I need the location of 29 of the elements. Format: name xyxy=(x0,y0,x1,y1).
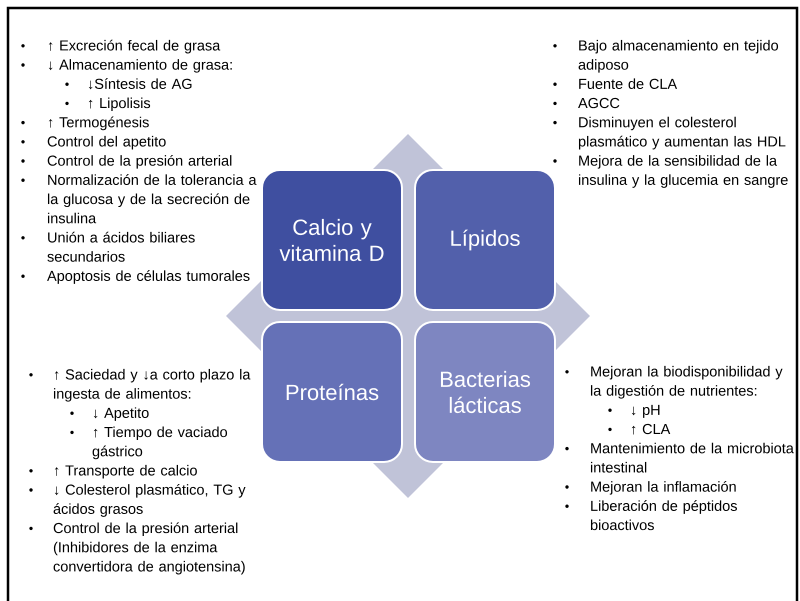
list-item: Disminuyen el colesterol plasmático y aumentan las HDL xyxy=(578,116,786,150)
list-item: Mejora de la sensibilidad de la insulina y la glucemia en sangre xyxy=(578,155,788,188)
list-item: ↑ Transporte de calcio xyxy=(54,464,197,478)
list-item: Apoptosis de células tumorales xyxy=(47,270,250,284)
list-item: Bajo almacenamiento en tejido adiposo xyxy=(578,40,778,73)
list-item: ↓ pH xyxy=(632,404,660,418)
list-item: ↑ Termogénesis xyxy=(48,116,149,130)
list-item: ↓Síntesis de AG xyxy=(88,78,192,90)
list-item: ↑ CLA xyxy=(632,424,670,434)
list-item: ↑ Lipolisis xyxy=(88,98,150,112)
list-item: ↓ Apetito xyxy=(94,407,149,421)
list-item: ↑ Excreción fecal de grasa xyxy=(48,40,220,54)
list-item: ↑ Tiempo de vaciado gástrico xyxy=(92,426,228,460)
list-item: Control del apetito xyxy=(48,136,166,150)
list-item: Fuente de CLA xyxy=(579,78,678,89)
quadrant-box: Lípidos xyxy=(414,169,556,311)
list-item: ↓ Almacenamiento de grasa: xyxy=(48,59,232,73)
list-item: Mejoran la inflamación xyxy=(591,480,736,495)
list-item: Control de la presión arterial xyxy=(48,154,232,169)
list-item: ↓ Colesterol plasmático, TG y ácidos grasos xyxy=(54,484,246,517)
quadrant-box: Proteínas xyxy=(261,321,403,463)
list-item: Unión a ácidos biliares secundarios xyxy=(47,232,195,262)
quadrant-box: Bacterias lácticas xyxy=(414,321,556,463)
list-item: Mejoran la biodisponibilidad y la digestión de nutrientes: xyxy=(590,366,783,399)
list-item: Liberación de péptidos bioactivos xyxy=(590,500,737,530)
list-item: Control de la presión arterial (Inhibidores de la enzima convertidora de angiotensina) xyxy=(54,522,245,574)
quadrant-box: Calcio y vitamina D xyxy=(261,169,403,311)
list-item: AGCC xyxy=(578,98,620,108)
list-item: Mantenimiento de la microbiota intestinal xyxy=(590,442,794,473)
